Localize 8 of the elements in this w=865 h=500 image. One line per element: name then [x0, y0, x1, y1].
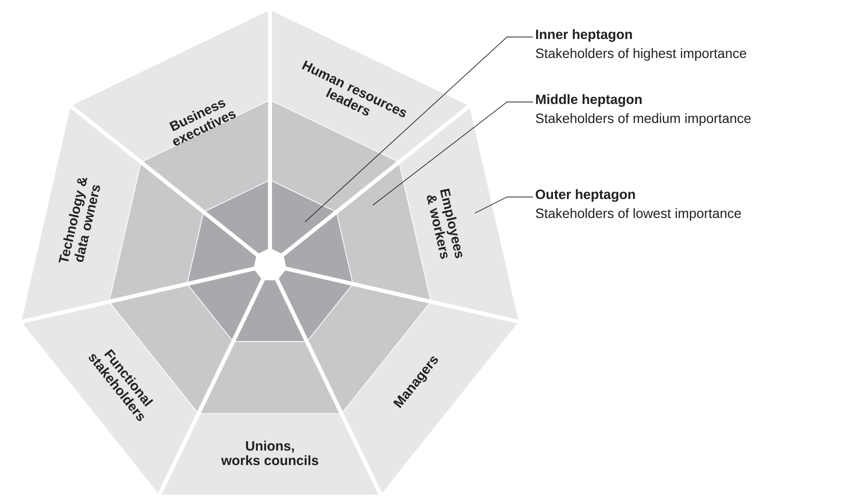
- legend-text: Middle heptagon Stakeholders of medium importance: [536, 94, 751, 126]
- legend-text: Inner heptagon Stakeholders of highest importance: [536, 29, 746, 61]
- sector: Unions, works councils: [159, 264, 381, 495]
- legend-text: Outer heptagon Stakeholders of lowest importance: [536, 189, 741, 221]
- node-label: Employees & workers: [426, 188, 462, 259]
- leader-line: [304, 36, 534, 222]
- leader-line: [372, 102, 534, 206]
- leader-line: [474, 196, 534, 214]
